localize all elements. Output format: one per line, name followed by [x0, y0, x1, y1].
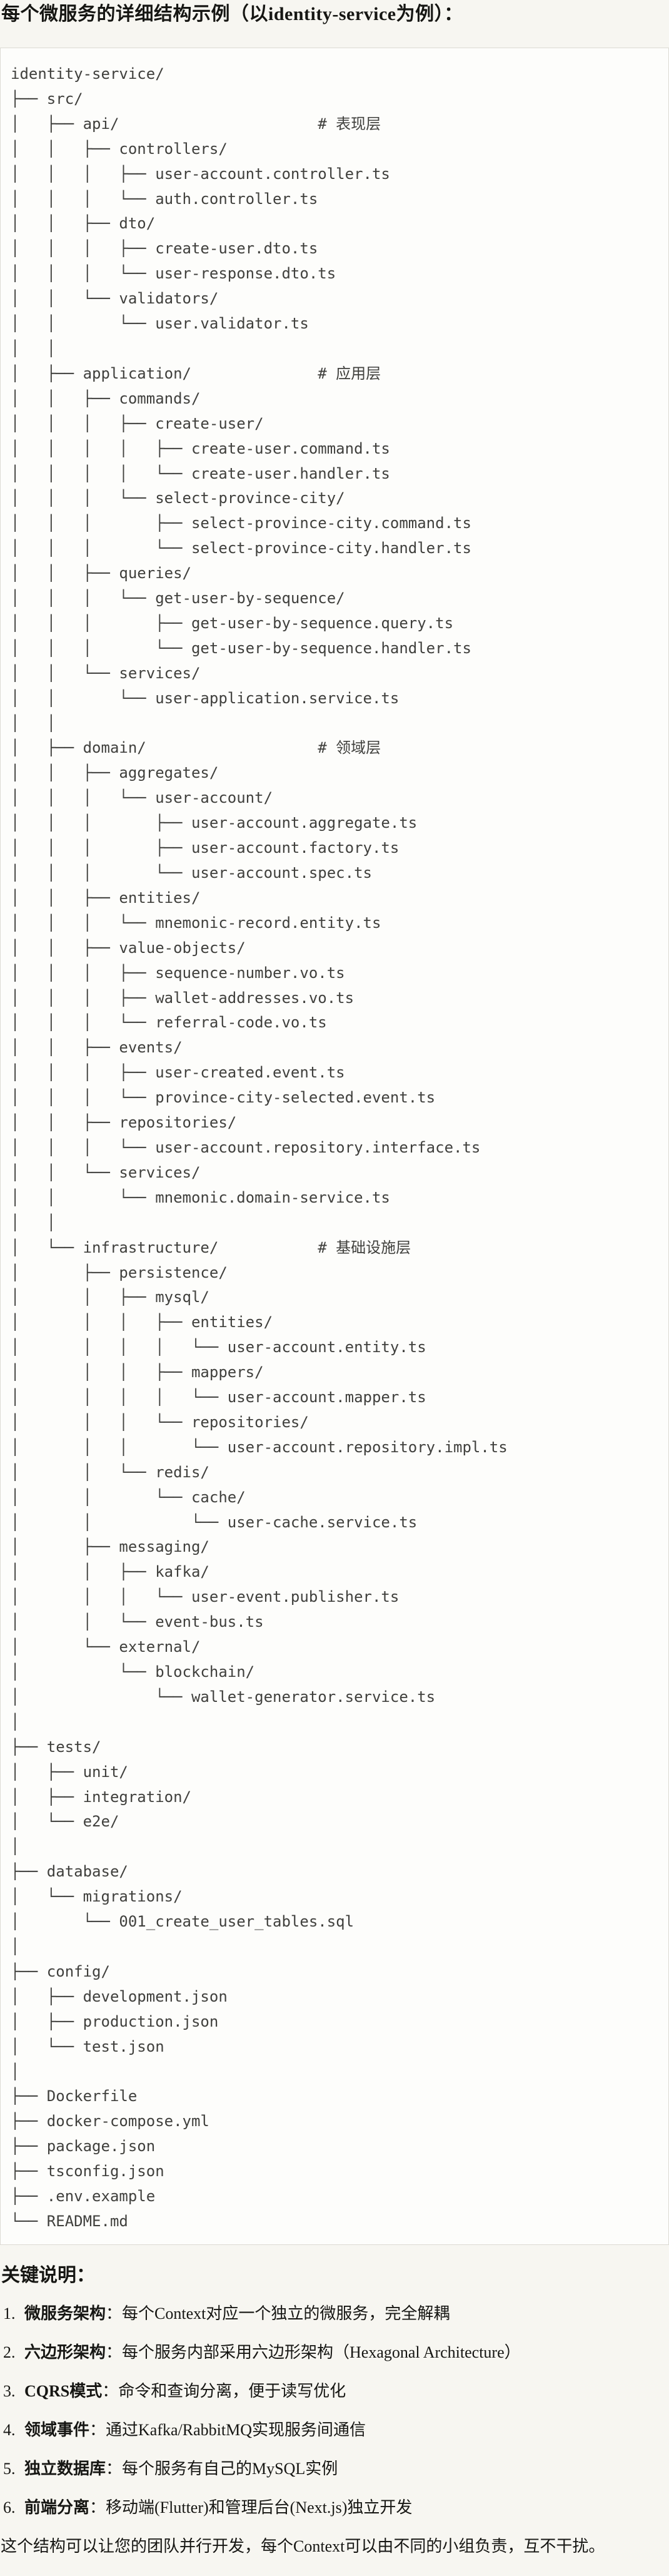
note-item: 6. 前端分离：移动端(Flutter)和管理后台(Next.js)独立开发 — [0, 2495, 669, 2520]
note-term: 前端分离 — [24, 2498, 90, 2517]
directory-tree-code-block: identity-service/ ├── src/ │ ├── api/ # … — [0, 48, 669, 2245]
note-number: 4. — [3, 2420, 16, 2439]
note-rest: ：移动端(Flutter)和管理后台(Next.js)独立开发 — [89, 2498, 413, 2517]
note-item: 5. 独立数据库：每个服务有自己的MySQL实例 — [0, 2456, 669, 2482]
note-text: 领域事件：通过Kafka/RabbitMQ实现服务间通信 — [24, 2418, 366, 2443]
note-text: CQRS模式：命令和查询分离，便于读写优化 — [24, 2379, 346, 2404]
note-number: 1. — [3, 2304, 16, 2323]
notes-heading: 关键说明： — [1, 2264, 95, 2286]
note-text: 独立数据库：每个服务有自己的MySQL实例 — [24, 2456, 338, 2482]
note-number: 6. — [3, 2498, 16, 2517]
directory-tree: identity-service/ ├── src/ │ ├── api/ # … — [11, 65, 508, 2230]
note-item: 4. 领域事件：通过Kafka/RabbitMQ实现服务间通信 — [0, 2418, 669, 2443]
note-term: 微服务架构 — [24, 2304, 106, 2323]
document: 每个微服务的详细结构示例（以identity-service为例）： ident… — [0, 3, 669, 2559]
notes-list: 1. 微服务架构：每个Context对应一个独立的微服务，完全解耦 2. 六边形… — [0, 2301, 669, 2520]
note-number: 2. — [3, 2343, 16, 2361]
note-rest: ：每个服务有自己的MySQL实例 — [106, 2459, 338, 2478]
note-item: 2. 六边形架构：每个服务内部采用六边形架构（Hexagonal Archite… — [0, 2340, 669, 2365]
closing-paragraph: 这个结构可以让您的团队并行开发，每个Context可以由不同的小组负责，互不干扰… — [1, 2537, 605, 2555]
note-number: 5. — [3, 2459, 16, 2478]
note-text: 前端分离：移动端(Flutter)和管理后台(Next.js)独立开发 — [24, 2495, 412, 2520]
note-number: 3. — [3, 2381, 16, 2400]
note-term: 领域事件 — [24, 2420, 90, 2439]
note-text: 六边形架构：每个服务内部采用六边形架构（Hexagonal Architectu… — [24, 2340, 521, 2365]
note-term: 独立数据库 — [24, 2459, 106, 2478]
note-item: 3. CQRS模式：命令和查询分离，便于读写优化 — [0, 2379, 669, 2404]
page-title: 每个微服务的详细结构示例（以identity-service为例）： — [1, 4, 463, 24]
note-term: 六边形架构 — [24, 2343, 106, 2361]
note-rest: ：通过Kafka/RabbitMQ实现服务间通信 — [89, 2420, 366, 2439]
note-rest: ：每个Context对应一个独立的微服务，完全解耦 — [106, 2304, 450, 2323]
note-rest: ：命令和查询分离，便于读写优化 — [102, 2381, 346, 2400]
note-term: CQRS模式 — [24, 2381, 103, 2400]
note-rest: ：每个服务内部采用六边形架构（Hexagonal Architecture） — [106, 2343, 521, 2361]
note-text: 微服务架构：每个Context对应一个独立的微服务，完全解耦 — [24, 2301, 450, 2326]
note-item: 1. 微服务架构：每个Context对应一个独立的微服务，完全解耦 — [0, 2301, 669, 2326]
